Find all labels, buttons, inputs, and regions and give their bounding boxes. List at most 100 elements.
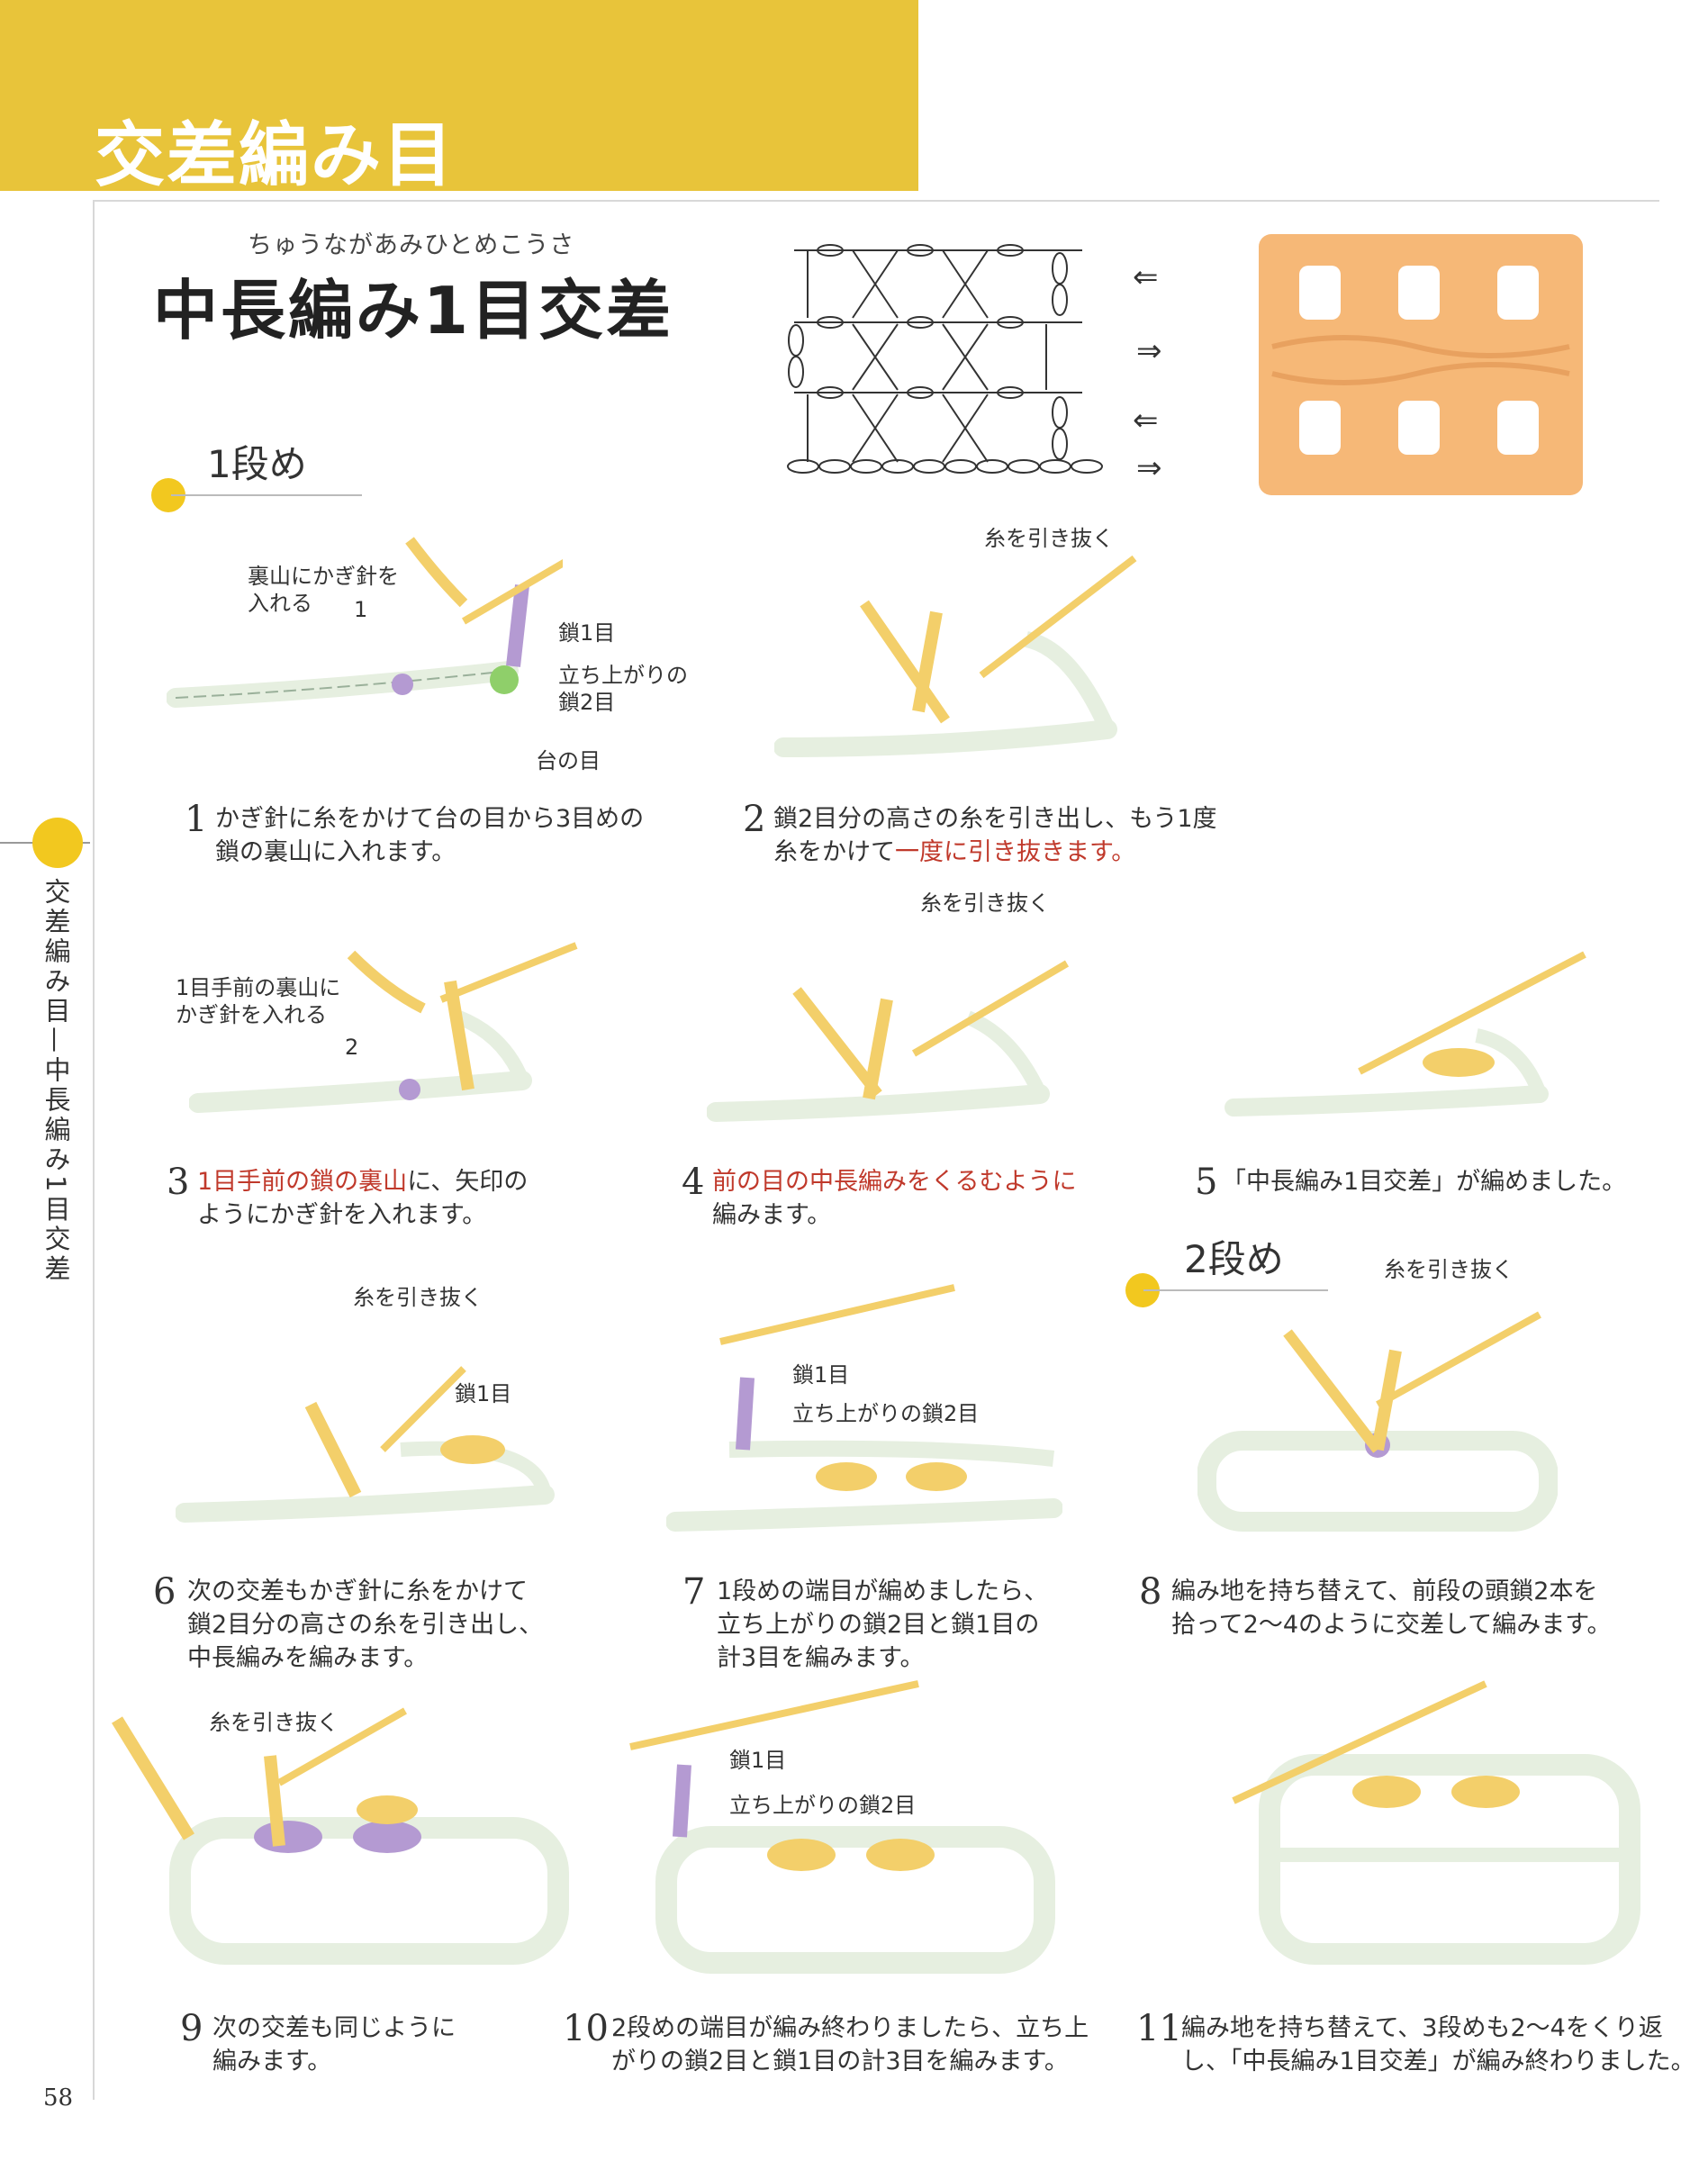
- step4-pull-label: 糸を引き抜く: [920, 891, 1050, 916]
- step-text: 鎖2目分の高さの糸を引き出し、もう1度 糸をかけて一度に引き抜きます。: [773, 802, 1217, 869]
- step-text: 1段めの端目が編めましたら、 立ち上がりの鎖2目と鎖1目の 計3目を編みます。: [717, 1575, 1048, 1675]
- step-text-line: 中長編みを編みます。: [187, 1644, 429, 1672]
- step-text-line: 1目手前の鎖の裏山に、矢印の: [197, 1165, 528, 1198]
- step-text: 次の交差もかぎ針に糸をかけて 鎖2目分の高さの糸を引き出し、 中長編みを編みます…: [187, 1575, 543, 1675]
- step7-chain1-label: 鎖1目: [792, 1362, 850, 1388]
- step-number: 2: [743, 799, 766, 840]
- step2-illustration: [774, 555, 1137, 757]
- step-text: 次の交差も同じように 編みます。: [212, 2012, 456, 2078]
- step1-hook-label: 裏山にかぎ針を 入れる: [248, 563, 399, 617]
- step-text: 前の目の中長編みをくるむように 編みます。: [712, 1165, 1076, 1232]
- step-text-highlight: 前の目の中長編みをくるむように: [712, 1168, 1077, 1196]
- step8-illustration: [1197, 1311, 1558, 1532]
- step-number: 7: [682, 1571, 706, 1613]
- step1-base-label: 台の目: [536, 748, 601, 773]
- chain-row-bottom: [787, 459, 1103, 474]
- step-text-line: 次の交差も同じように: [212, 2014, 456, 2042]
- step5-illustration: [1225, 951, 1586, 1117]
- title-ruby: ちゅうながあみひとめこうさ: [248, 231, 575, 259]
- step-text: 2段めの端目が編み終わりましたら、立ち上 がりの鎖2目と鎖1目の計3目を編みます…: [611, 2012, 1089, 2078]
- sidebar-vertical-text: 交差編み目—中長編み1目交差: [38, 878, 74, 1291]
- step-text: かぎ針に糸をかけて台の目から3目めの 鎖の裏山に入れます。: [215, 802, 644, 869]
- step-text-line: 鎖2目分の高さの糸を引き出し、もう1度: [773, 805, 1217, 833]
- frame-border-top: [93, 200, 1659, 202]
- step-number: 9: [180, 2008, 203, 2049]
- step-number: 5: [1195, 1162, 1218, 1203]
- header-band: [0, 0, 918, 191]
- step4-illustration: [707, 960, 1070, 1122]
- step-text-line: 編みます。: [212, 2048, 332, 2075]
- step3-hook-label-text: 1目手前の裏山に かぎ針を入れる: [176, 975, 341, 1027]
- step-text: 1目手前の鎖の裏山に、矢印の ようにかぎ針を入れます。: [197, 1165, 528, 1232]
- page-number: 58: [43, 2084, 74, 2111]
- step2-pull-label: 糸を引き抜く: [984, 526, 1114, 551]
- step11-illustration: [1232, 1680, 1640, 1965]
- row-direction-arrow-4: ⇒: [1136, 450, 1162, 486]
- row2-underline: [1143, 1289, 1328, 1291]
- step3-illustration: [189, 942, 578, 1113]
- step-text-line: かぎ針に糸をかけて台の目から3目めの: [215, 805, 645, 833]
- step-text-line: がりの鎖2目と鎖1目の計3目を編みます。: [611, 2048, 1069, 2075]
- row1-underline: [171, 494, 362, 496]
- step7-chain2-label: 立ち上がりの鎖2目: [792, 1401, 980, 1426]
- step9-illustration: [112, 1707, 569, 1965]
- step-text-span: 糸をかけて: [773, 838, 895, 866]
- row-direction-arrow-2: ⇒: [1136, 333, 1162, 369]
- step1-hook-label-text: 裏山にかぎ針を 入れる: [248, 564, 399, 616]
- step-text-line: 2段めの端目が編み終わりましたら、立ち上: [611, 2014, 1089, 2042]
- step-text-line: 糸をかけて一度に引き抜きます。: [773, 836, 1217, 869]
- step3-hook-label: 1目手前の裏山に かぎ針を入れる: [176, 974, 340, 1028]
- step-number: 1: [185, 799, 208, 840]
- step-number: 6: [153, 1571, 176, 1613]
- step6-illustration: [176, 1366, 555, 1523]
- page-title: 交差編み目: [95, 115, 456, 196]
- step-number: 10: [563, 2008, 609, 2049]
- step-text: 「中長編み1目交差」が編めました。: [1222, 1168, 1627, 1196]
- sidebar-text: 交差編み目—中長編み1目交差: [41, 878, 71, 1285]
- row1-heading: 1段め: [207, 442, 307, 486]
- step-text-line: 次の交差もかぎ針に糸をかけて: [187, 1578, 528, 1605]
- step-text-line: 編み地を持ち替えて、3段めも2～4をくり返: [1181, 2014, 1663, 2042]
- step-text-line: 拾って2～4のように交差して編みます。: [1171, 1611, 1612, 1639]
- step-number: 4: [682, 1162, 705, 1203]
- step1-illustration: [167, 537, 563, 708]
- step-number: 3: [167, 1162, 190, 1203]
- row2-heading: 2段め: [1184, 1237, 1284, 1281]
- step6-chain1-label: 鎖1目: [455, 1381, 512, 1406]
- step-number: 11: [1136, 2008, 1182, 2049]
- step-text-line: 鎖2目分の高さの糸を引き出し、: [187, 1611, 544, 1639]
- step9-pull-label: 糸を引き抜く: [209, 1710, 339, 1735]
- step10-illustration: [629, 1680, 1055, 1974]
- step-number: 8: [1139, 1571, 1162, 1613]
- step-text: 編み地を持ち替えて、3段めも2～4をくり返 し、「中長編み1目交差」が編み終わり…: [1181, 2012, 1695, 2078]
- row-direction-arrow-1: ⇐: [1133, 259, 1159, 295]
- step10-chain2-label: 立ち上がりの鎖2目: [729, 1793, 917, 1818]
- step7-illustration: [666, 1284, 1062, 1532]
- step-text-line: 1段めの端目が編めましたら、: [717, 1578, 1049, 1605]
- step10-chain1-label: 鎖1目: [729, 1748, 787, 1773]
- step-text-span: に、矢印の: [407, 1168, 529, 1196]
- step-text-line: 鎖の裏山に入れます。: [215, 838, 456, 866]
- step6-pull-label: 糸を引き抜く: [353, 1285, 483, 1310]
- stitch-title: 中長編み1目交差: [153, 273, 674, 348]
- step1-num-label: 1: [354, 597, 368, 622]
- step-text-highlight: 1目手前の鎖の裏山: [197, 1168, 408, 1196]
- step8-pull-label: 糸を引き抜く: [1384, 1257, 1514, 1282]
- step1-chain1-label: 鎖1目: [558, 620, 616, 646]
- knitted-swatch-image: [1259, 234, 1583, 495]
- step3-num-label: 2: [345, 1035, 359, 1060]
- sidebar-dot: [32, 818, 83, 868]
- step-text-line: 編み地を持ち替えて、前段の頭鎖2本を: [1171, 1578, 1598, 1605]
- step-text-line: 計3目を編みます。: [717, 1644, 925, 1672]
- step1-chain2-label: 立ち上がりの 鎖2目: [558, 662, 688, 716]
- frame-border-left: [93, 200, 95, 2100]
- step-text: 編み地を持ち替えて、前段の頭鎖2本を 拾って2～4のように交差して編みます。: [1171, 1575, 1612, 1641]
- step-text-line: 編みます。: [712, 1201, 832, 1229]
- step-text-highlight: 一度に引き抜きます。: [895, 838, 1136, 866]
- row-direction-arrow-3: ⇐: [1133, 402, 1159, 439]
- step-text-line: ようにかぎ針を入れます。: [197, 1201, 487, 1229]
- stitch-chart: [787, 244, 1103, 474]
- step-text-line: 立ち上がりの鎖2目と鎖1目の: [717, 1611, 1040, 1639]
- step-text-line: し、「中長編み1目交差」が編み終わりました。: [1181, 2048, 1695, 2075]
- step1-chain2-label-text: 立ち上がりの 鎖2目: [558, 663, 688, 715]
